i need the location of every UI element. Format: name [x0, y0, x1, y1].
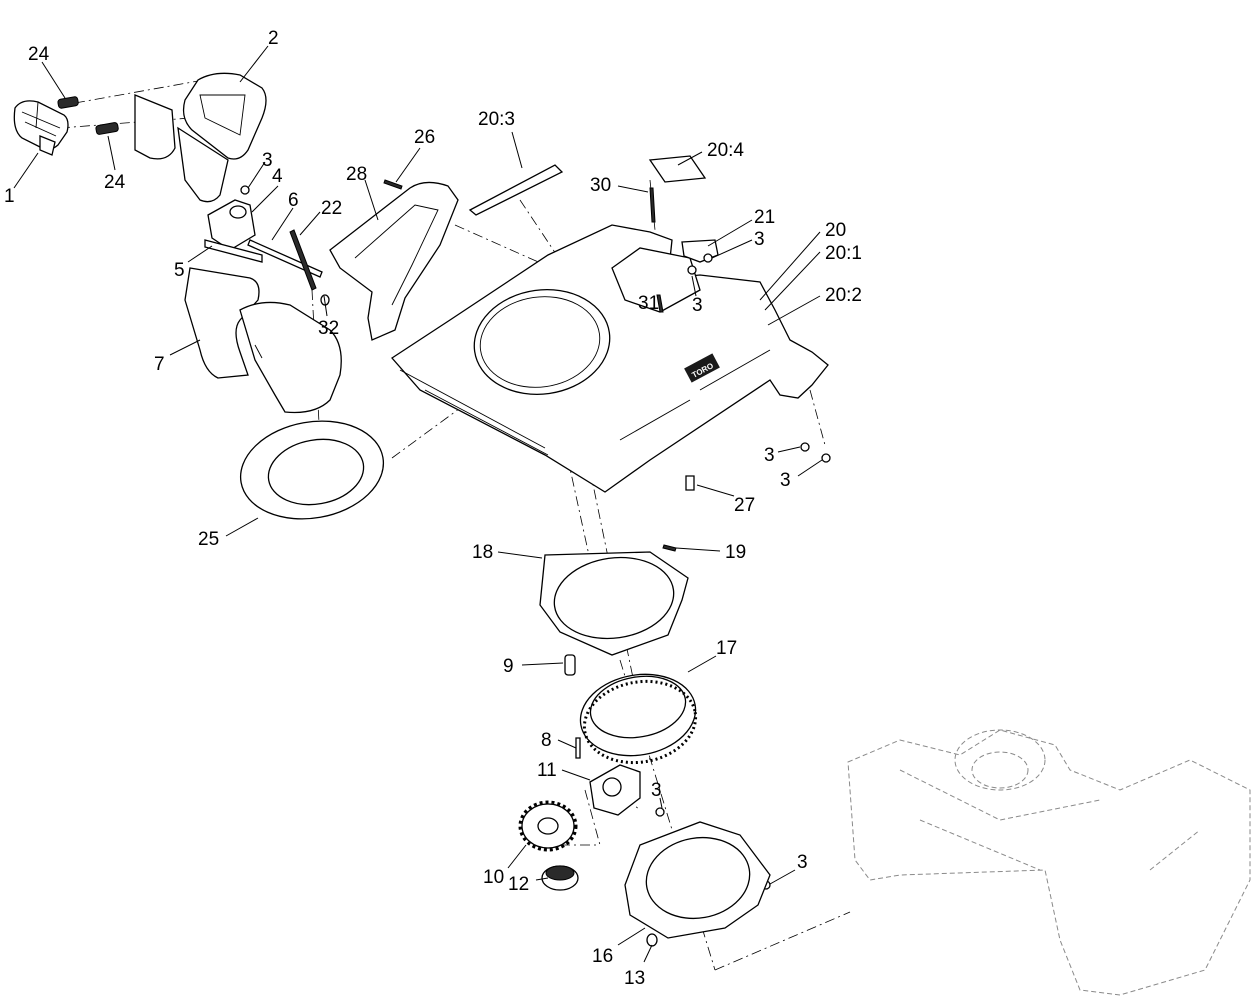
- callout-16: 16: [592, 946, 613, 967]
- callout-27: 27: [734, 495, 755, 516]
- part-4-bracket: [207, 199, 256, 251]
- callout-19: 19: [725, 542, 746, 563]
- callout-3c: 3: [692, 295, 703, 316]
- callout-18: 18: [472, 542, 493, 563]
- callout-3d: 3: [764, 445, 775, 466]
- callout-3e: 3: [780, 470, 791, 491]
- part-27-bolt: [685, 475, 695, 491]
- callout-2: 2: [268, 28, 279, 49]
- callout-20-4: 20:4: [707, 140, 744, 161]
- part-19-screw: [662, 544, 677, 552]
- callout-8: 8: [541, 730, 552, 751]
- part-1-grip: [13, 100, 69, 156]
- part-18-plate: [539, 551, 689, 656]
- callout-10: 10: [483, 867, 504, 888]
- part-7-deflector: [184, 267, 342, 414]
- part-8-pin: [575, 737, 581, 759]
- part-16-plate: [624, 821, 771, 939]
- callout-labels: 24 2 1 24 3 4 6 22 5 32 7 28 26 20:3 20:…: [4, 28, 862, 989]
- callout-7: 7: [154, 354, 165, 375]
- callout-28: 28: [346, 164, 367, 185]
- callout-1: 1: [4, 186, 15, 207]
- callout-22: 22: [321, 198, 342, 219]
- part-13-nut: [646, 933, 658, 947]
- callout-20: 20: [825, 220, 846, 241]
- callout-24a: 24: [28, 44, 50, 65]
- callout-25: 25: [198, 529, 219, 550]
- part-10-gear: [518, 800, 578, 852]
- callout-5: 5: [174, 260, 185, 281]
- part-22-screw: [289, 229, 317, 291]
- part-2-housing: [134, 72, 267, 203]
- part-12-bushing: [541, 865, 579, 891]
- part-24-springs: [57, 96, 119, 135]
- callout-30: 30: [590, 175, 611, 196]
- part-17-ring-gear: [579, 673, 698, 765]
- callout-17: 17: [716, 638, 737, 659]
- callout-3f: 3: [651, 780, 662, 801]
- part-11-gearbox: [589, 764, 641, 816]
- callout-20-3: 20:3: [478, 109, 515, 130]
- callout-3g: 3: [797, 852, 808, 873]
- callout-20-2: 20:2: [825, 285, 862, 306]
- callout-6: 6: [288, 190, 299, 211]
- callout-21: 21: [754, 207, 775, 228]
- part-30-screw: [649, 187, 656, 223]
- callout-11: 11: [537, 760, 557, 781]
- part-5-plate: [204, 239, 263, 263]
- callout-12: 12: [508, 874, 529, 895]
- callout-31: 31: [638, 293, 659, 314]
- auger-housing-reference: [847, 729, 1251, 996]
- callout-20-1: 20:1: [825, 243, 862, 264]
- part-28-arm: [329, 181, 459, 341]
- callout-24b: 24: [104, 172, 126, 193]
- part-20-4-decal: [648, 155, 707, 183]
- part-20-cover: TORO: [391, 224, 829, 493]
- callout-13: 13: [624, 968, 645, 989]
- part-31-screws: [656, 294, 664, 313]
- callout-32: 32: [318, 318, 339, 339]
- callout-leaders: [13, 45, 823, 963]
- part-20-3-decal: [468, 164, 564, 216]
- callout-4: 4: [272, 166, 283, 187]
- part-9-pin: [564, 654, 576, 676]
- callout-3b: 3: [754, 229, 765, 250]
- part-26-screw: [383, 179, 403, 190]
- part-25-ring: [239, 420, 385, 520]
- callout-26: 26: [414, 127, 435, 148]
- callout-9: 9: [503, 656, 514, 677]
- callout-3a: 3: [262, 150, 273, 171]
